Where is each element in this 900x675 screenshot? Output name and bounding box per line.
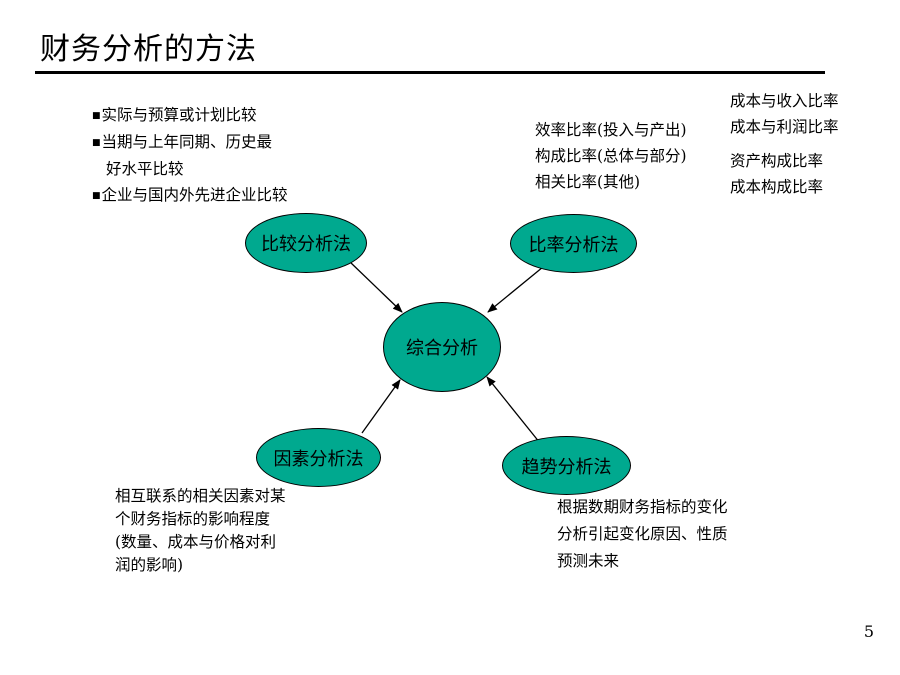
compare-note-2: 当期与上年同期、历史最	[92, 129, 288, 156]
trend-note-2: 分析引起变化原因、性质	[557, 525, 728, 543]
ratio-note-1: 效率比率(投入与产出)	[535, 121, 687, 139]
ratio-note-2: 构成比率(总体与部分)	[535, 147, 687, 165]
center-node: 综合分析	[383, 302, 501, 392]
arrow-compare-to-center	[349, 261, 403, 313]
ratio-examples: 成本与收入比率 成本与利润比率 资产构成比率 成本构成比率	[730, 88, 839, 200]
ratio-example-3: 资产构成比率	[730, 152, 824, 170]
ratio-example-2: 成本与利润比率	[730, 118, 839, 136]
ratio-notes: 效率比率(投入与产出) 构成比率(总体与部分) 相关比率(其他)	[535, 117, 687, 195]
ratio-example-1: 成本与收入比率	[730, 92, 839, 110]
compare-note-1: 实际与预算或计划比较	[92, 102, 288, 129]
factor-note-2: 个财务指标的影响程度	[115, 510, 271, 528]
arrow-ratio-to-center	[487, 266, 544, 313]
compare-note-3: 企业与国内外先进企业比较	[92, 182, 288, 209]
method-ratio-node: 比率分析法	[510, 214, 637, 273]
title-divider	[35, 71, 825, 74]
method-compare-node: 比较分析法	[245, 213, 367, 273]
factor-note-1: 相互联系的相关因素对某	[115, 487, 286, 505]
trend-note-1: 根据数期财务指标的变化	[557, 498, 728, 516]
factor-note-4: 润的影响)	[115, 556, 184, 574]
compare-notes: 实际与预算或计划比较 当期与上年同期、历史最 好水平比较 企业与国内外先进企业比…	[92, 102, 288, 209]
ratio-example-4: 成本构成比率	[730, 178, 824, 196]
page-number: 5	[863, 622, 874, 641]
trend-notes: 根据数期财务指标的变化 分析引起变化原因、性质 预测未来	[557, 494, 728, 575]
trend-note-3: 预测未来	[557, 552, 620, 570]
arrow-factor-to-center	[361, 379, 401, 434]
page-title: 财务分析的方法	[40, 32, 257, 67]
ratio-note-3: 相关比率(其他)	[535, 173, 641, 191]
factor-note-3: (数量、成本与价格对利	[115, 533, 277, 551]
method-factor-node: 因素分析法	[256, 428, 381, 487]
factor-notes: 相互联系的相关因素对某 个财务指标的影响程度 (数量、成本与价格对利 润的影响)	[115, 485, 286, 577]
arrow-trend-to-center	[486, 376, 541, 444]
compare-note-2-cont: 好水平比较	[106, 160, 184, 178]
method-trend-node: 趋势分析法	[502, 436, 631, 495]
